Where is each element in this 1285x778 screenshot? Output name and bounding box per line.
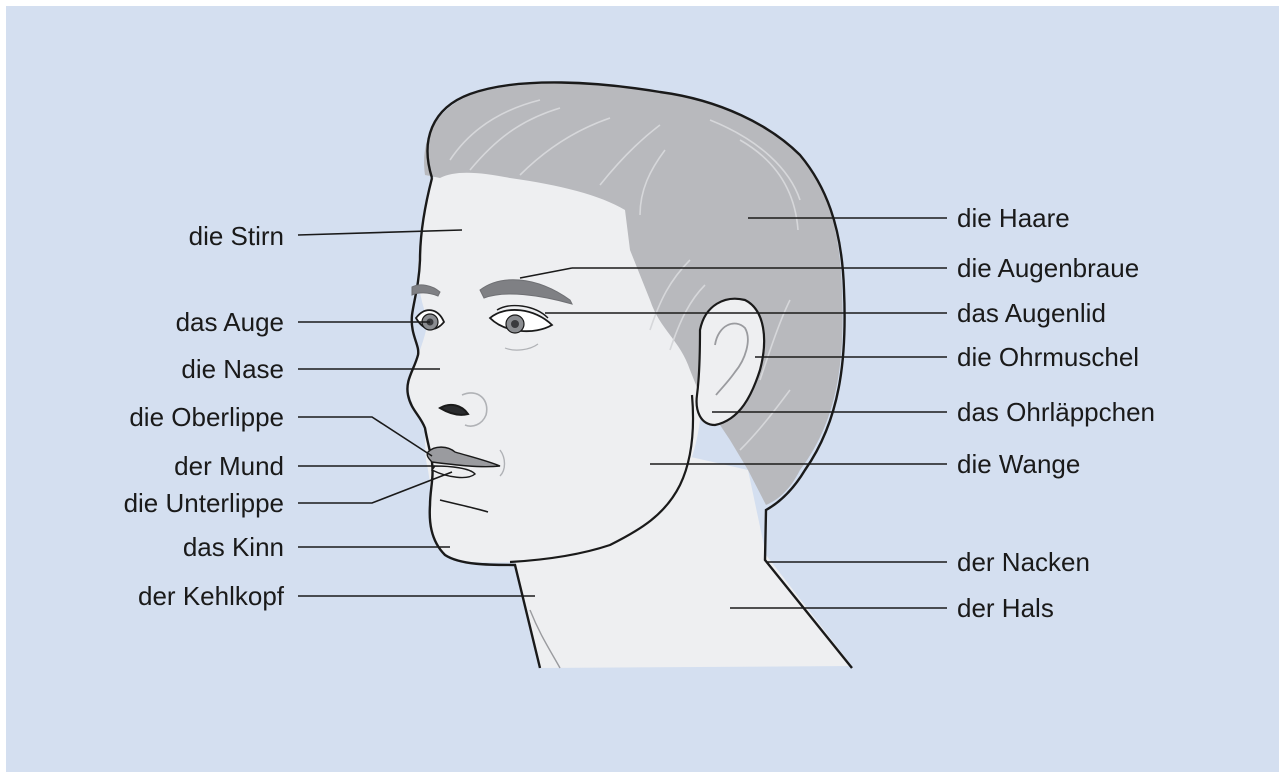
label-ohrlaeppchen: das Ohrläppchen [957, 397, 1155, 427]
label-auge: das Auge [176, 307, 284, 337]
leader-unterlippe [298, 472, 452, 503]
label-haare: die Haare [957, 203, 1070, 233]
label-ohrmuschel: die Ohrmuschel [957, 342, 1139, 372]
label-nacken: der Nacken [957, 547, 1090, 577]
label-augenbraue: die Augenbraue [957, 253, 1139, 283]
label-nase: die Nase [181, 354, 284, 384]
label-hals: der Hals [957, 593, 1054, 623]
label-oberlippe: die Oberlippe [129, 402, 284, 432]
label-augenlid: das Augenlid [957, 298, 1106, 328]
leader-oberlippe [298, 417, 432, 456]
label-wange: die Wange [957, 449, 1080, 479]
label-mund: der Mund [174, 451, 284, 481]
label-kinn: das Kinn [183, 532, 284, 562]
label-unterlippe: die Unterlippe [124, 488, 284, 518]
label-stirn: die Stirn [189, 221, 284, 251]
label-kehlkopf: der Kehlkopf [138, 581, 284, 611]
